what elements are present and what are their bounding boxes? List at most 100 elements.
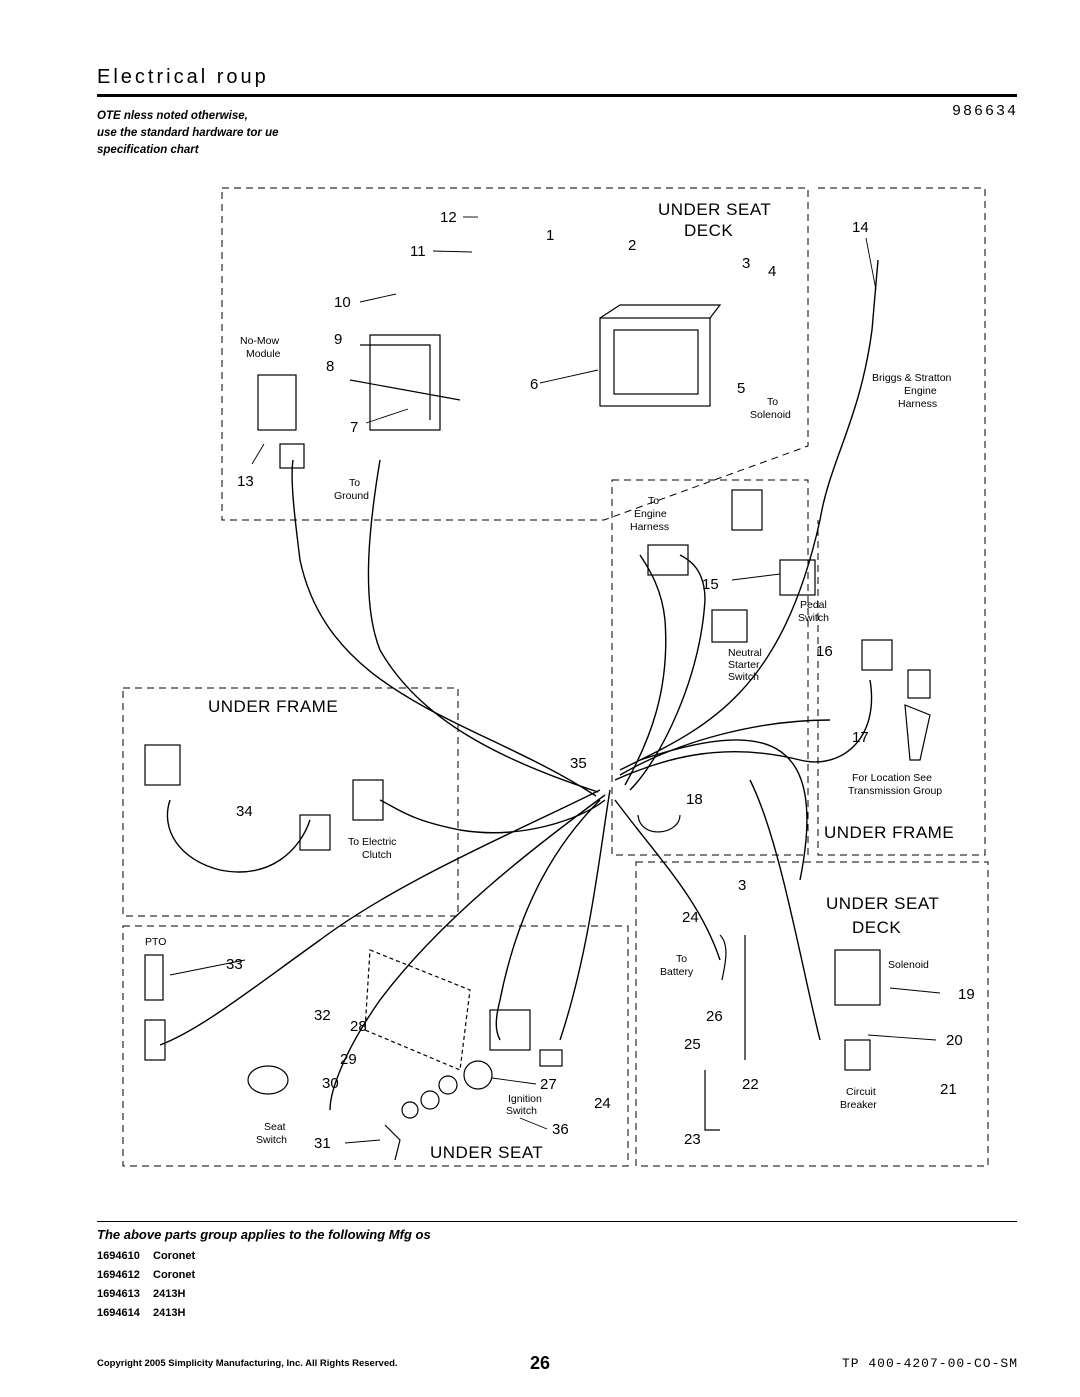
page-title: Electrical roup <box>97 66 269 88</box>
note-line: OTE nless noted otherwise, <box>97 110 248 122</box>
callout: 2 <box>628 237 636 254</box>
callout: 25 <box>684 1036 701 1053</box>
hardware-note: OTE nless noted otherwise, use the stand… <box>97 108 427 159</box>
callout: 22 <box>742 1076 759 1093</box>
label-neutral-starter-switch: Switch <box>728 671 759 683</box>
pto-switch-icon <box>144 954 164 1001</box>
model-name: Coronet <box>153 1250 196 1262</box>
callout: 18 <box>686 791 703 808</box>
model-row: 1694614 2413H <box>97 1304 195 1323</box>
callout: 17 <box>852 729 869 746</box>
label-engine-harness: Engine <box>904 385 937 397</box>
model-name: Coronet <box>153 1269 196 1281</box>
label-to-battery: To <box>676 953 687 965</box>
ignition-switch-icon <box>463 1060 493 1090</box>
label-no-mow-module: Module <box>246 348 281 360</box>
callout: 29 <box>340 1051 357 1068</box>
label-engine-harness: Harness <box>898 398 937 410</box>
section-under-frame-left: UNDER FRAME <box>208 697 338 716</box>
harness-wires <box>159 259 879 1111</box>
label-no-mow-module: No-Mow <box>240 335 280 347</box>
label-circuit-breaker: Circuit <box>846 1086 876 1098</box>
connector-13-icon <box>279 443 305 469</box>
label-to-electric-clutch: To Electric <box>348 836 396 848</box>
note-line: specification chart <box>97 144 199 156</box>
note-line: use the standard hardware tor ue <box>97 127 279 139</box>
label-circuit-breaker: Breaker <box>840 1099 877 1111</box>
callout: 28 <box>350 1018 367 1035</box>
section-headers: UNDER SEAT DECK UNDER FRAME UNDER FRAME … <box>208 200 954 1162</box>
section-under-seat-deck-top: UNDER SEAT <box>658 200 771 219</box>
callout-numbers: 12 11 1 2 3 4 14 10 9 8 6 5 7 13 15 16 1… <box>226 209 975 1152</box>
solenoid-icon <box>834 949 881 1006</box>
label-seat-switch: Seat <box>264 1121 286 1133</box>
component-drawings <box>144 304 931 1161</box>
callout: 24 <box>682 909 699 926</box>
model-name: 2413H <box>153 1288 186 1300</box>
callout: 19 <box>958 986 975 1003</box>
label-to-ground: To <box>349 477 360 489</box>
callout: 10 <box>334 294 351 311</box>
section-under-seat-bottom: UNDER SEAT <box>430 1143 543 1162</box>
callout: 24 <box>594 1095 611 1112</box>
callout: 3 <box>738 877 746 894</box>
label-neutral-starter-switch: Starter <box>728 659 760 671</box>
callout: 26 <box>706 1008 723 1025</box>
pedal-switch-icon <box>779 559 816 596</box>
leader-lines <box>169 216 941 1144</box>
page-number: 26 <box>530 1353 551 1373</box>
callout: 34 <box>236 803 253 820</box>
section-under-frame-right: UNDER FRAME <box>824 823 954 842</box>
label-pedal-switch: Pedal <box>800 599 827 611</box>
diagram-number: 986634 <box>951 103 1018 120</box>
callout: 21 <box>940 1081 957 1098</box>
callout: 7 <box>350 419 358 436</box>
callout: 27 <box>540 1076 557 1093</box>
callout: 6 <box>530 376 538 393</box>
model-number: 1694614 <box>97 1307 140 1319</box>
label-pedal-switch: Switch <box>798 612 829 624</box>
callout: 11 <box>410 243 426 260</box>
component-labels: No-Mow Module To Ground To Solenoid Brig… <box>145 335 952 1146</box>
label-engine-harness: Briggs & Stratton <box>872 372 952 384</box>
callout: 13 <box>237 473 254 490</box>
label-to-engine-harness: Harness <box>630 521 669 533</box>
section-rule <box>97 1221 1017 1222</box>
callout: 8 <box>326 358 334 375</box>
callout: 12 <box>440 209 457 226</box>
label-to-battery: Battery <box>660 966 694 978</box>
label-ignition-switch: Switch <box>506 1105 537 1117</box>
label-to-solenoid: To <box>767 396 778 408</box>
model-number: 1694613 <box>97 1288 140 1300</box>
label-seat-switch: Switch <box>256 1134 287 1146</box>
seat-switch-icon <box>247 1065 289 1095</box>
callout: 20 <box>946 1032 963 1049</box>
callout: 32 <box>314 1007 331 1024</box>
battery-icon <box>599 317 711 407</box>
callout: 36 <box>552 1121 569 1138</box>
callout: 30 <box>322 1075 339 1092</box>
callout: 3 <box>742 255 750 272</box>
label-to-ground: Ground <box>334 490 369 502</box>
label-to-engine-harness: Engine <box>634 508 667 520</box>
section-boundaries <box>122 187 989 1167</box>
model-name: 2413H <box>153 1307 186 1319</box>
callout: 5 <box>737 380 745 397</box>
section-under-seat-deck-right: DECK <box>852 918 901 937</box>
callout: 1 <box>546 227 554 244</box>
label-to-solenoid: Solenoid <box>750 409 791 421</box>
label-to-electric-clutch: Clutch <box>362 849 392 861</box>
model-row: 1694613 2413H <box>97 1285 195 1304</box>
circuit-breaker-icon <box>844 1039 871 1071</box>
label-to-engine-harness: To <box>648 495 659 507</box>
callout: 33 <box>226 956 243 973</box>
callout: 9 <box>334 331 342 348</box>
model-number: 1694610 <box>97 1250 140 1262</box>
label-for-location: For Location See <box>852 772 932 784</box>
section-under-seat-deck-top: DECK <box>684 221 733 240</box>
document-number: TP 400-4207-00-CO-SM <box>841 1356 1018 1371</box>
model-row: 1694610 Coronet <box>97 1247 195 1266</box>
